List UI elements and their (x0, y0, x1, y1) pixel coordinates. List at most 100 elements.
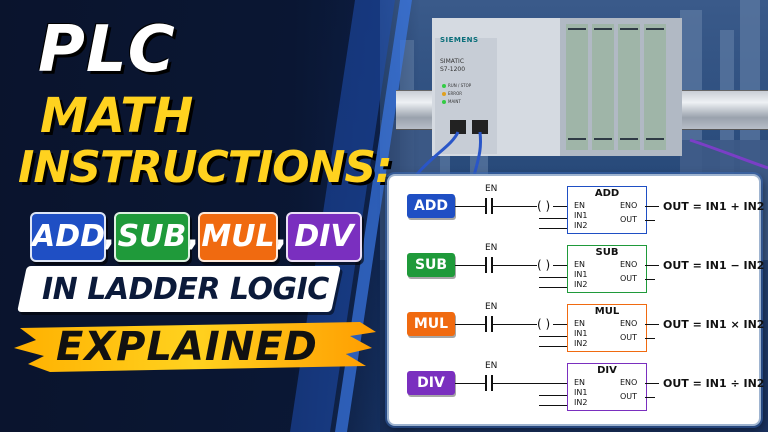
pin-in2: IN2 (574, 339, 588, 348)
eno-wire (645, 265, 659, 266)
plc-led3-label: MAINT (448, 99, 461, 104)
explained-text: EXPLAINED (56, 324, 318, 370)
plc-led1-label: RUN / STOP (448, 83, 472, 88)
pin-en: EN (574, 260, 586, 269)
chip-add: ADD (30, 212, 106, 262)
chip-separator: , (187, 218, 199, 253)
contact-left (485, 257, 487, 273)
title-plc: PLC (38, 13, 176, 87)
rung-wire (553, 324, 567, 325)
ladder-diagram-card: ADD EN ( ) ADD EN IN1 IN2 ENO OUT OUT = … (387, 174, 764, 426)
row-tag-mul: MUL (407, 312, 455, 336)
chip-separator: , (103, 218, 115, 253)
block-title: MUL (594, 306, 620, 317)
in1-wire (539, 395, 567, 396)
pin-in1: IN1 (574, 388, 588, 397)
formula-sub: OUT = IN1 − IN2 (663, 259, 765, 272)
pin-out: OUT (620, 215, 638, 224)
block-title: ADD (594, 188, 620, 199)
plc-led2-label: ERROR (448, 91, 463, 96)
block-title: SUB (595, 247, 619, 258)
diagram-row-add: ADD EN ( ) ADD EN IN1 IN2 ENO OUT OUT = … (389, 180, 764, 238)
contact-label: EN (485, 184, 498, 194)
formula-mul: OUT = IN1 × IN2 (663, 318, 765, 331)
contact-label: EN (485, 243, 498, 253)
out-wire (645, 220, 655, 221)
in2-wire (539, 405, 567, 406)
pin-en: EN (574, 201, 586, 210)
explained-brush-banner (14, 322, 376, 372)
eno-wire (645, 206, 659, 207)
contact-left (485, 316, 487, 332)
rung-wire (553, 206, 567, 207)
rung-wire (493, 206, 537, 207)
eno-wire (645, 324, 659, 325)
function-block-add: ADD EN IN1 IN2 ENO OUT (567, 186, 647, 234)
chip-div: DIV (286, 212, 362, 262)
pin-eno: ENO (620, 260, 638, 269)
rung-wire (455, 324, 485, 325)
pin-en: EN (574, 378, 586, 387)
function-block-sub: SUB EN IN1 IN2 ENO OUT (567, 245, 647, 293)
rung-wire (455, 265, 485, 266)
in1-wire (539, 336, 567, 337)
plc-device (432, 18, 682, 156)
row-tag-add: ADD (407, 194, 455, 218)
eno-wire (645, 383, 659, 384)
contact-label: EN (485, 361, 498, 371)
in2-wire (539, 346, 567, 347)
plc-model-line2: S7-1200 (440, 66, 466, 73)
pin-in2: IN2 (574, 221, 588, 230)
diagram-row-div: DIV EN DIV EN IN1 IN2 ENO OUT OUT = IN1 … (389, 357, 764, 415)
function-block-div: DIV EN IN1 IN2 ENO OUT (567, 363, 647, 411)
formula-add: OUT = IN1 + IN2 (663, 200, 765, 213)
in1-wire (539, 218, 567, 219)
coil-symbol: ( ) (537, 199, 551, 213)
formula-div: OUT = IN1 ÷ IN2 (663, 377, 765, 390)
pin-in1: IN1 (574, 270, 588, 279)
chip-sub: SUB (114, 212, 190, 262)
contact-right (491, 316, 493, 332)
coil-symbol: ( ) (537, 317, 551, 331)
rung-wire (455, 383, 485, 384)
pin-in1: IN1 (574, 211, 588, 220)
pin-out: OUT (620, 274, 638, 283)
row-tag-sub: SUB (407, 253, 455, 277)
ladder-logic-text: IN LADDER LOGIC (42, 272, 329, 307)
in2-wire (539, 287, 567, 288)
pin-eno: ENO (620, 378, 638, 387)
chip-separator: , (275, 218, 287, 253)
rung-wire (493, 383, 567, 384)
rung-wire (493, 324, 537, 325)
contact-label: EN (485, 302, 498, 312)
block-title: DIV (597, 365, 617, 376)
title-math: MATH (40, 88, 194, 144)
diagram-row-sub: SUB EN ( ) SUB EN IN1 IN2 ENO OUT OUT = … (389, 239, 764, 297)
rung-wire (553, 265, 567, 266)
pin-out: OUT (620, 392, 638, 401)
contact-left (485, 375, 487, 391)
title-instructions: INSTRUCTIONS: (18, 142, 393, 193)
contact-right (491, 257, 493, 273)
function-block-mul: MUL EN IN1 IN2 ENO OUT (567, 304, 647, 352)
pin-in1: IN1 (574, 329, 588, 338)
contact-left (485, 198, 487, 214)
row-tag-div: DIV (407, 371, 455, 395)
in2-wire (539, 228, 567, 229)
chip-mul: MUL (198, 212, 278, 262)
diagram-row-mul: MUL EN ( ) MUL EN IN1 IN2 ENO OUT OUT = … (389, 298, 764, 356)
pin-eno: ENO (620, 201, 638, 210)
pin-in2: IN2 (574, 398, 588, 407)
pin-en: EN (574, 319, 586, 328)
out-wire (645, 338, 655, 339)
in1-wire (539, 277, 567, 278)
pin-out: OUT (620, 333, 638, 342)
rung-wire (455, 206, 485, 207)
plc-brand: SIEMENS (440, 36, 479, 44)
contact-right (491, 375, 493, 391)
coil-symbol: ( ) (537, 258, 551, 272)
plc-model-line1: SIMATIC (440, 58, 465, 65)
rung-wire (493, 265, 537, 266)
out-wire (645, 397, 655, 398)
